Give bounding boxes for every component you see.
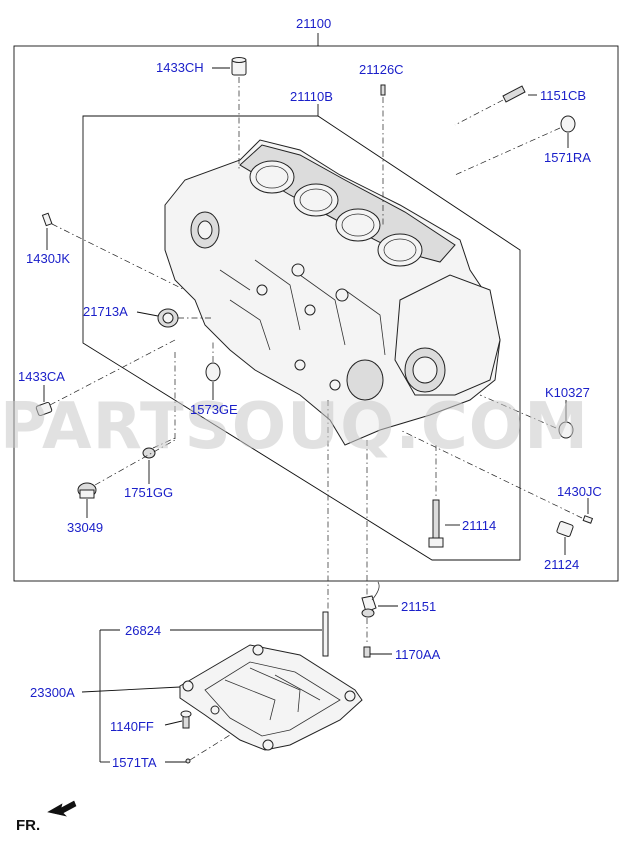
label-1140FF[interactable]: 1140FF xyxy=(110,719,154,734)
label-1751GG[interactable]: 1751GG xyxy=(124,485,173,500)
leader-lines xyxy=(43,67,589,763)
label-21100[interactable]: 21100 xyxy=(296,16,331,31)
label-33049[interactable]: 33049 xyxy=(67,520,103,535)
label-1433CA[interactable]: 1433CA xyxy=(18,369,65,384)
dashed-lines xyxy=(49,77,583,761)
label-21124[interactable]: 21124 xyxy=(544,557,579,572)
assembly-frame xyxy=(13,45,619,582)
label-21713A[interactable]: 21713A xyxy=(83,304,128,319)
label-21114[interactable]: 21114 xyxy=(462,518,496,533)
label-1430JC[interactable]: 1430JC xyxy=(557,484,602,499)
ladder-frame-illustration xyxy=(179,644,363,764)
label-1573GE[interactable]: 1573GE xyxy=(190,402,238,417)
front-direction-label: FR. xyxy=(16,817,40,834)
label-21151[interactable]: 21151 xyxy=(401,599,436,614)
label-21110B[interactable]: 21110B xyxy=(290,89,333,104)
label-1170AA[interactable]: 1170AA xyxy=(395,647,441,662)
label-23300A[interactable]: 23300A xyxy=(30,685,75,700)
watermark: PARTSOUQ.COM xyxy=(0,390,589,464)
label-1151CB[interactable]: 1151CB xyxy=(540,88,586,103)
part-labels: 21100 1433CH 21126C 1151CB 21110B 1571RA… xyxy=(18,16,602,770)
label-1430JK[interactable]: 1430JK xyxy=(26,251,70,266)
label-26824[interactable]: 26824 xyxy=(125,623,161,638)
part-shapes xyxy=(35,57,594,658)
engine-block-illustration xyxy=(164,139,501,446)
label-1433CH[interactable]: 1433CH xyxy=(156,60,204,75)
label-K10327[interactable]: K10327 xyxy=(545,385,590,400)
front-arrow-icon xyxy=(47,800,77,817)
label-1571RA[interactable]: 1571RA xyxy=(544,150,591,165)
label-1571TA[interactable]: 1571TA xyxy=(112,755,157,770)
label-21126C[interactable]: 21126C xyxy=(359,62,404,77)
